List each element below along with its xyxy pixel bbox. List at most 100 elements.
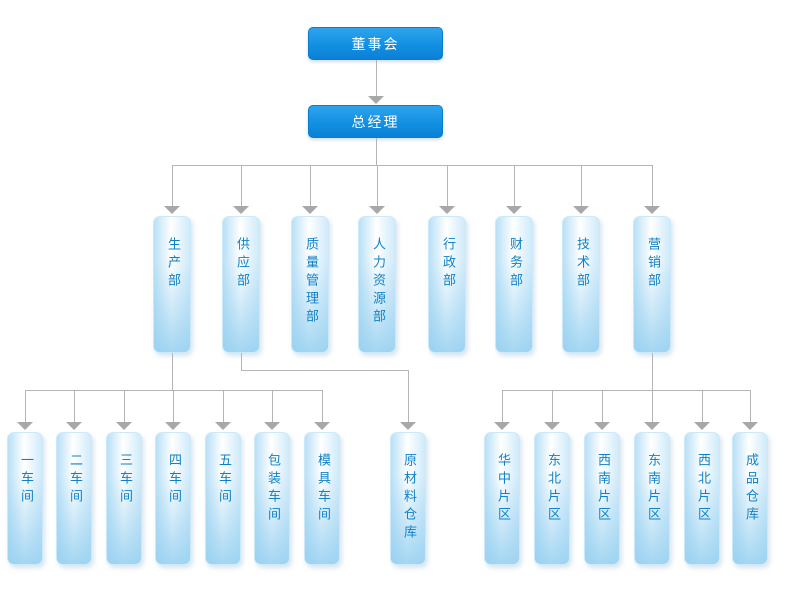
arrow-down-icon	[165, 422, 181, 430]
arrow-down-icon	[400, 422, 416, 430]
connector-supply-elbow	[241, 370, 409, 371]
region-southeast-label: 东南片区	[645, 453, 660, 525]
node-workshop-1[interactable]: 一车间	[7, 432, 43, 565]
arrow-down-icon	[264, 422, 280, 430]
node-dept-production[interactable]: 生产部	[153, 216, 191, 353]
node-region-southwest[interactable]: 西南片区	[584, 432, 620, 565]
connector-dept-drop	[447, 165, 448, 206]
node-workshop-4[interactable]: 四车间	[155, 432, 191, 565]
arrow-down-icon	[494, 422, 510, 430]
node-workshop-3[interactable]: 三车间	[106, 432, 142, 565]
workshop-packaging-label: 包装车间	[265, 453, 280, 525]
connector-gm-drop	[376, 138, 377, 165]
node-warehouse-finished-goods[interactable]: 成品仓库	[732, 432, 768, 565]
node-dept-technology[interactable]: 技术部	[562, 216, 600, 353]
connector-region-drop	[652, 390, 653, 422]
node-warehouse-raw-material[interactable]: 原材料仓库	[390, 432, 426, 565]
arrow-down-icon	[314, 422, 330, 430]
connector-dept-drop	[652, 165, 653, 206]
arrow-down-icon	[233, 206, 249, 214]
dept-administration-label: 行政部	[440, 237, 455, 291]
arrow-down-icon	[369, 206, 385, 214]
arrow-down-icon	[17, 422, 33, 430]
board-label: 董事会	[351, 36, 400, 53]
connector-workshop-drop	[25, 390, 26, 422]
connector-region-drop	[702, 390, 703, 422]
node-region-northeast[interactable]: 东北片区	[534, 432, 570, 565]
connector-marketing-drop	[652, 353, 653, 390]
arrow-down-icon	[544, 422, 560, 430]
arrow-down-icon	[644, 422, 660, 430]
node-workshop-2[interactable]: 二车间	[56, 432, 92, 565]
connector-workshop-drop	[74, 390, 75, 422]
connector-dept-drop	[377, 165, 378, 206]
connector-dept-drop	[514, 165, 515, 206]
dept-technology-label: 技术部	[574, 237, 589, 291]
connector-supply-drop2	[408, 370, 409, 422]
connector-dept-drop	[172, 165, 173, 206]
connector-workshop-drop	[223, 390, 224, 422]
connector-region-drop	[602, 390, 603, 422]
node-dept-supply[interactable]: 供应部	[222, 216, 260, 353]
region-northwest-label: 西北片区	[695, 453, 710, 525]
arrow-down-icon	[116, 422, 132, 430]
connector-workshop-drop	[322, 390, 323, 422]
node-dept-finance[interactable]: 财务部	[495, 216, 533, 353]
general-manager-label: 总经理	[351, 114, 400, 131]
connector-region-drop	[502, 390, 503, 422]
connector-production-drop	[172, 353, 173, 390]
workshop-2-label: 二车间	[67, 453, 82, 507]
node-dept-human-resources[interactable]: 人力资源部	[358, 216, 396, 353]
workshop-1-label: 一车间	[18, 453, 33, 507]
connector-workshop-drop	[272, 390, 273, 422]
arrow-down-icon	[215, 422, 231, 430]
arrow-down-icon	[742, 422, 758, 430]
dept-production-label: 生产部	[165, 237, 180, 291]
node-general-manager[interactable]: 总经理	[308, 105, 443, 138]
connector-workshop-drop	[124, 390, 125, 422]
arrow-down-icon	[644, 206, 660, 214]
connector-board-gm	[376, 60, 377, 96]
arrow-down-icon	[694, 422, 710, 430]
warehouse-finished-goods-label: 成品仓库	[743, 453, 758, 525]
dept-marketing-label: 营销部	[645, 237, 660, 291]
connector-dept-drop	[310, 165, 311, 206]
dept-quality-management-label: 质量管理部	[303, 237, 318, 327]
node-workshop-mold[interactable]: 模具车间	[304, 432, 340, 565]
workshop-5-label: 五车间	[216, 453, 231, 507]
workshop-mold-label: 模具车间	[315, 453, 330, 525]
region-northeast-label: 东北片区	[545, 453, 560, 525]
node-region-northwest[interactable]: 西北片区	[684, 432, 720, 565]
dept-supply-label: 供应部	[234, 237, 249, 291]
warehouse-raw-material-label: 原材料仓库	[401, 453, 416, 543]
arrow-down-icon	[164, 206, 180, 214]
workshop-3-label: 三车间	[117, 453, 132, 507]
arrow-down-icon	[66, 422, 82, 430]
node-dept-quality-management[interactable]: 质量管理部	[291, 216, 329, 353]
node-dept-administration[interactable]: 行政部	[428, 216, 466, 353]
connector-regions-bus	[502, 390, 751, 391]
node-workshop-5[interactable]: 五车间	[205, 432, 241, 565]
node-region-central-china[interactable]: 华中片区	[484, 432, 520, 565]
connector-workshops-bus	[25, 390, 323, 391]
connector-dept-drop	[241, 165, 242, 206]
connector-supply-drop	[241, 353, 242, 370]
connector-region-drop	[552, 390, 553, 422]
arrow-down-icon	[302, 206, 318, 214]
workshop-4-label: 四车间	[166, 453, 181, 507]
node-dept-marketing[interactable]: 营销部	[633, 216, 671, 353]
region-central-china-label: 华中片区	[495, 453, 510, 525]
arrow-down-icon	[506, 206, 522, 214]
dept-human-resources-label: 人力资源部	[370, 237, 385, 327]
arrow-down-icon	[368, 96, 384, 104]
connector-region-drop	[750, 390, 751, 422]
arrow-down-icon	[594, 422, 610, 430]
node-workshop-packaging[interactable]: 包装车间	[254, 432, 290, 565]
node-region-southeast[interactable]: 东南片区	[634, 432, 670, 565]
connector-dept-drop	[581, 165, 582, 206]
arrow-down-icon	[439, 206, 455, 214]
connector-departments-bus	[172, 165, 653, 166]
node-board[interactable]: 董事会	[308, 27, 443, 60]
connector-workshop-drop	[173, 390, 174, 422]
